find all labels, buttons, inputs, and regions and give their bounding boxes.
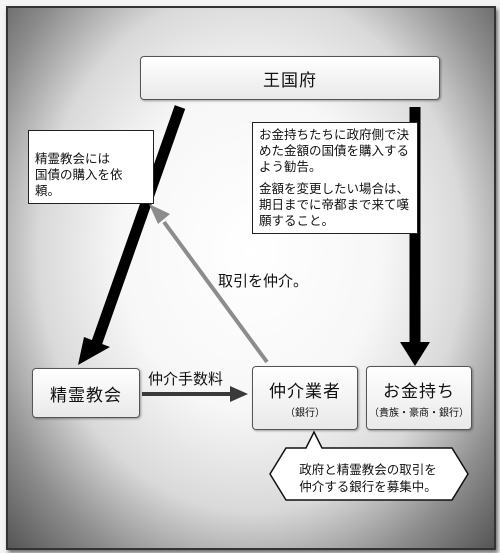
church-node: 精霊教会 [32, 368, 140, 418]
kingdom-label: 王国府 [263, 70, 317, 91]
arrow-mediate [162, 220, 269, 364]
kingdom-node: 王国府 [140, 56, 440, 100]
church-request-note: 精霊教会には 国債の購入を依頼。 [28, 130, 154, 204]
broker-speech-bubble [269, 430, 469, 501]
mediate-label: 取引を仲介。 [218, 272, 309, 290]
broker-label: 仲介業者 [269, 382, 341, 402]
arrow-kingdom-to-church [90, 105, 186, 347]
church-label: 精霊教会 [50, 385, 122, 406]
arrowhead-wealthy [400, 342, 430, 366]
arrowhead-mediate [149, 204, 170, 224]
wealthy-label: お金持ち [383, 382, 455, 402]
fee-label: 仲介手数料 [148, 370, 224, 388]
broker-recruit-text: 政府と精霊教会の取引を 仲介する銀行を募集中。 [299, 462, 437, 494]
wealthy-advice-note: お金持ちたちに政府側で決めた金額の国債を購入するよう勧告。 金額を変更したい場合… [252, 122, 418, 234]
wealthy-advice-text-1: お金持ちたちに政府側で決めた金額の国債を購入するよう勧告。 [259, 127, 410, 174]
church-request-text: 精霊教会には 国債の購入を依頼。 [35, 151, 123, 198]
wealthy-advice-text-2: 金額を変更したい場合は、期日までに帝都まで来て嘆願すること。 [259, 181, 410, 228]
broker-node: 仲介業者 （銀行） [252, 366, 358, 430]
wealthy-node: お金持ち （貴族・豪商・銀行） [366, 366, 472, 430]
broker-sublabel: （銀行） [285, 408, 325, 419]
wealthy-sublabel: （貴族・豪商・銀行） [369, 408, 469, 419]
arrowhead-church [78, 337, 110, 365]
arrowhead-fee [230, 386, 248, 402]
